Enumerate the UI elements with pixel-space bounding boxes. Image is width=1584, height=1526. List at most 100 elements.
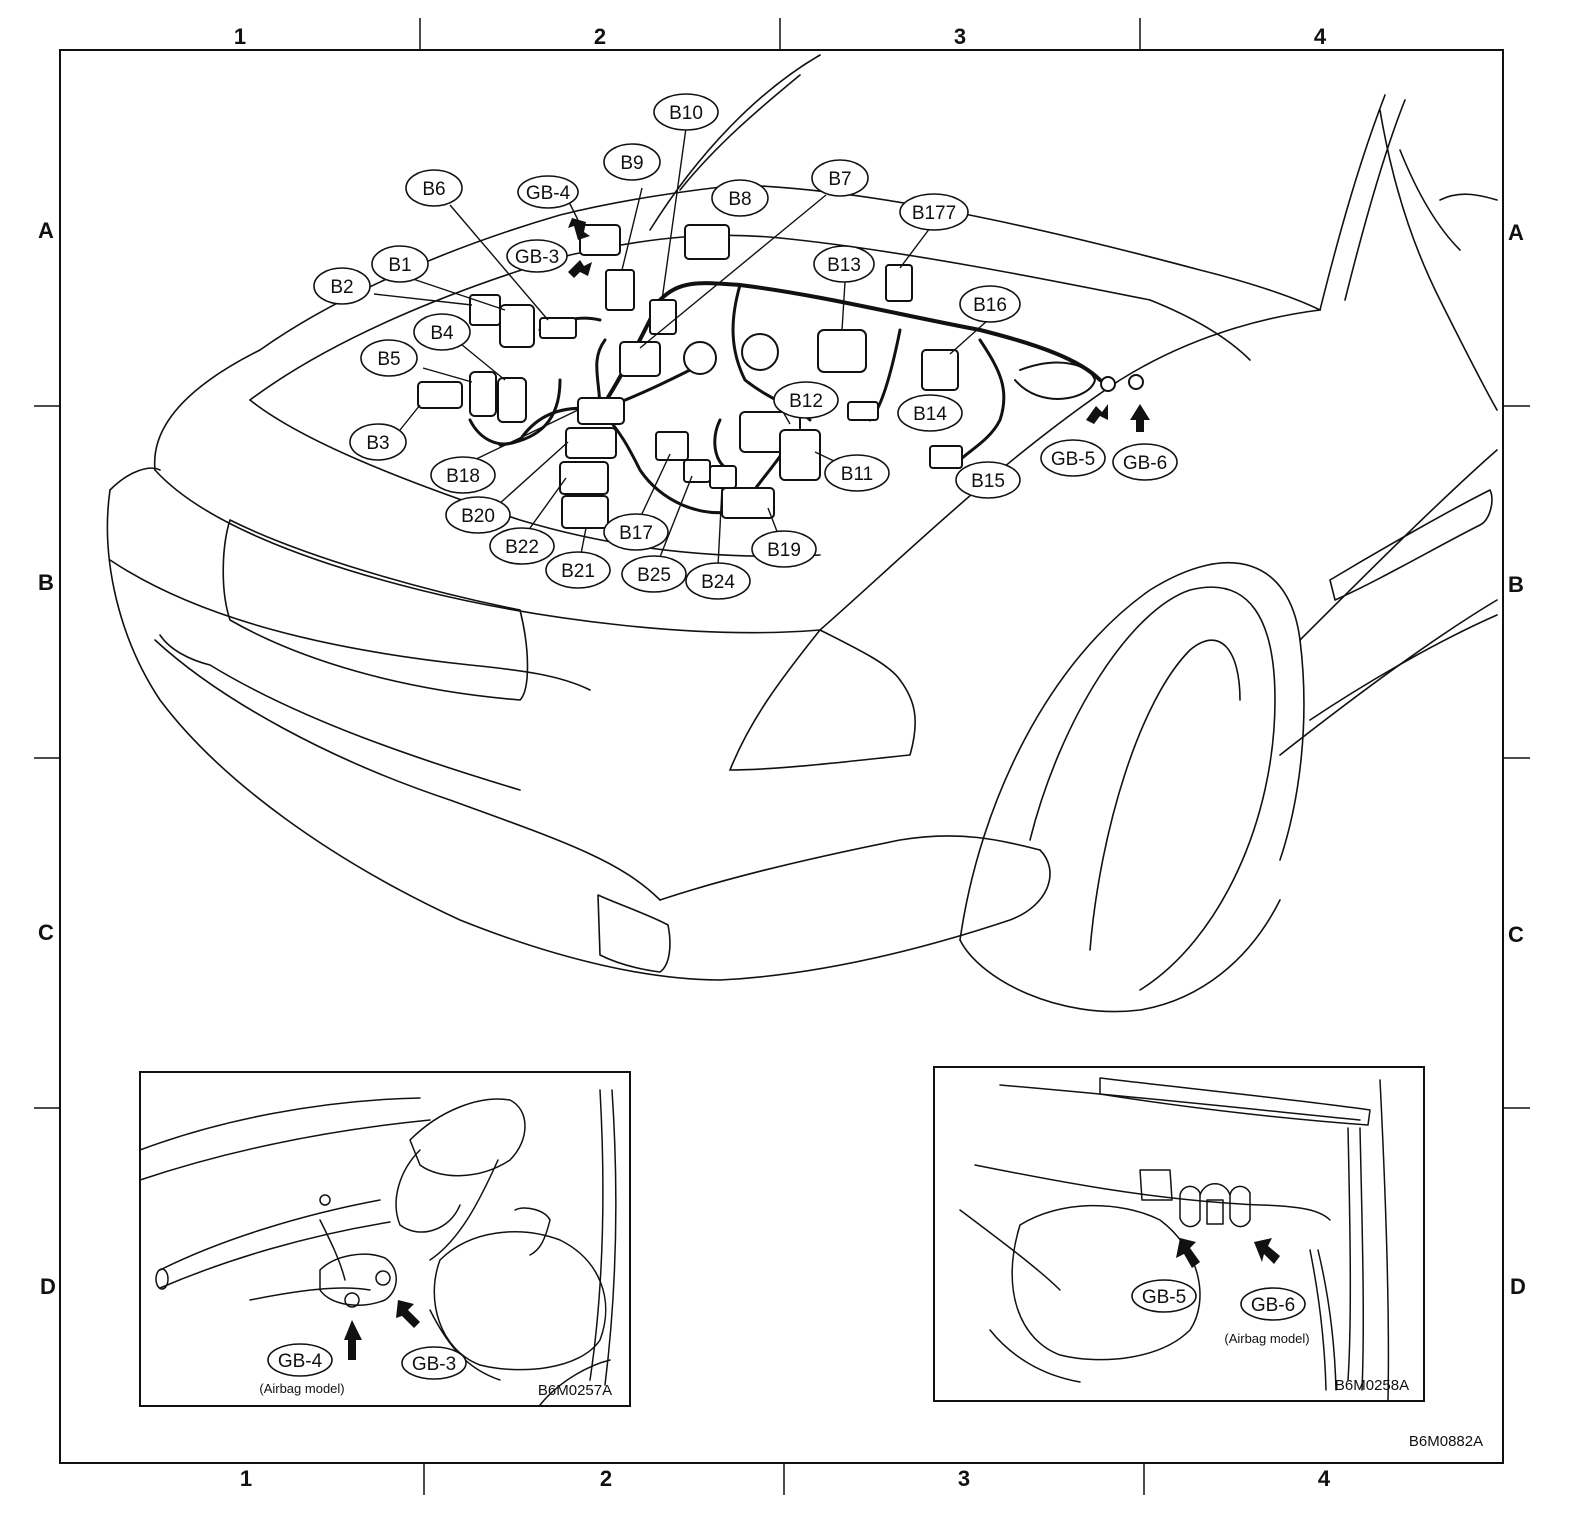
callout-label-b2: B2 xyxy=(330,277,353,298)
callout-b4 xyxy=(413,313,471,351)
callout-b17 xyxy=(603,513,669,551)
grid-ticks xyxy=(34,18,1530,1495)
callout-gb4 xyxy=(517,175,579,209)
callout-b14 xyxy=(897,394,963,432)
connector-b15 xyxy=(929,445,963,469)
callout-label-b9: B9 xyxy=(620,153,643,174)
arrow-gb5-inset xyxy=(1176,1238,1200,1268)
callout-label-b15: B15 xyxy=(971,471,1005,492)
connector-b19 xyxy=(721,487,775,519)
ground-terminal-gb5 xyxy=(1100,376,1116,392)
connector-b8 xyxy=(684,224,730,260)
arrow-gb4-inset xyxy=(344,1320,362,1360)
callout-label-b12: B12 xyxy=(789,391,823,412)
inset-left-arrows xyxy=(344,1300,420,1360)
grid-row-b-left: B xyxy=(38,570,54,595)
callout-label-b21: B21 xyxy=(561,561,595,582)
callout-label-b19: B19 xyxy=(767,540,801,561)
callout-gb6 xyxy=(1112,443,1178,481)
grid-row-d-right: D xyxy=(1510,1274,1526,1299)
arrow-gb3-inset xyxy=(396,1300,420,1328)
inset-right-code: B6M0258A xyxy=(1335,1377,1409,1394)
leader-lines xyxy=(373,127,989,567)
connector-b22 xyxy=(559,461,609,495)
car-body-outline xyxy=(106,54,1498,1013)
connector-b13 xyxy=(817,329,867,373)
connector-b9 xyxy=(605,269,635,311)
inset-left-callouts xyxy=(267,1343,467,1380)
callout-label-gb6: GB-6 xyxy=(1123,453,1167,474)
callout-label-b4: B4 xyxy=(430,323,454,344)
grid-col-1-top: 1 xyxy=(234,24,246,49)
callout-gb6-inset xyxy=(1240,1287,1306,1321)
callout-b13 xyxy=(813,245,875,283)
inset-left-gb4-label: GB-4 xyxy=(278,1351,323,1372)
inset-right: GB-5 GB-6 (Airbag model) B6M0258A xyxy=(933,1066,1425,1402)
callout-label-b177: B177 xyxy=(912,203,956,224)
connector-b10 xyxy=(649,299,677,335)
callout-b7 xyxy=(811,159,869,197)
connector-b6 xyxy=(539,317,577,339)
callout-b8 xyxy=(711,179,769,217)
connector-b21 xyxy=(561,495,609,529)
inset-left: GB-4 GB-3 (Airbag model) B6M0257A xyxy=(139,1071,631,1407)
callout-label-b24: B24 xyxy=(701,572,735,593)
connector-b5 xyxy=(469,371,497,417)
callout-b25 xyxy=(621,555,687,593)
connector-b177 xyxy=(885,264,913,302)
callout-b9 xyxy=(603,143,661,181)
bulb-left xyxy=(683,341,717,375)
callout-b12 xyxy=(773,381,839,419)
connector-b11 xyxy=(779,429,821,481)
grid-col-2-bottom: 2 xyxy=(600,1466,612,1491)
connector-b18 xyxy=(577,397,625,425)
grid-row-a-right: A xyxy=(1508,220,1524,245)
callout-label-gb4: GB-4 xyxy=(526,183,571,204)
callout-label-b1: B1 xyxy=(388,255,411,276)
callout-b15 xyxy=(955,461,1021,499)
inset-left-frame xyxy=(139,1071,631,1407)
grid-row-c-right: C xyxy=(1508,922,1524,947)
grid-col-3-bottom: 3 xyxy=(958,1466,970,1491)
ground-terminal-gb6 xyxy=(1128,374,1144,390)
callout-gb5 xyxy=(1040,439,1106,477)
callout-b20 xyxy=(445,496,511,534)
connector-b4 xyxy=(497,377,527,423)
inset-right-note: (Airbag model) xyxy=(1224,1331,1309,1346)
ground-arrows-main xyxy=(568,218,1150,432)
callout-label-b16: B16 xyxy=(973,295,1007,316)
callout-label-b5: B5 xyxy=(377,349,400,370)
callout-label-b20: B20 xyxy=(461,506,495,527)
inset-right-arrows xyxy=(1176,1238,1280,1268)
callout-b21 xyxy=(545,551,611,589)
grid-row-a-left: A xyxy=(38,218,54,243)
callout-b1 xyxy=(371,245,429,283)
inset-right-gb6-label: GB-6 xyxy=(1251,1295,1295,1316)
arrow-gb3-main xyxy=(568,260,592,278)
callout-b2 xyxy=(313,267,371,305)
callout-gb3 xyxy=(506,239,568,273)
connector-b2 xyxy=(469,294,501,326)
grid-row-b-right: B xyxy=(1508,572,1524,597)
diagram-frame xyxy=(59,49,1504,1464)
callout-label-b3: B3 xyxy=(366,433,389,454)
callout-b177 xyxy=(899,193,969,231)
callout-gb4-inset xyxy=(267,1343,333,1377)
callout-label-b17: B17 xyxy=(619,523,653,544)
connector-b7 xyxy=(619,341,661,377)
arrow-gb4-main xyxy=(568,218,590,240)
connector-b20 xyxy=(565,427,617,459)
callouts xyxy=(313,93,1178,600)
arrow-gb5-main xyxy=(1086,404,1108,424)
callout-label-b11: B11 xyxy=(841,464,873,485)
callout-label-gb3: GB-3 xyxy=(515,247,559,268)
callout-label-b7: B7 xyxy=(828,169,851,190)
grid-row-c-left: C xyxy=(38,920,54,945)
callout-b16 xyxy=(959,285,1021,323)
grid-col-3-top: 3 xyxy=(954,24,966,49)
callout-b6 xyxy=(405,169,463,207)
callout-label-b6: B6 xyxy=(422,179,445,200)
callout-b22 xyxy=(489,527,555,565)
arrow-gb6-main xyxy=(1130,404,1150,432)
